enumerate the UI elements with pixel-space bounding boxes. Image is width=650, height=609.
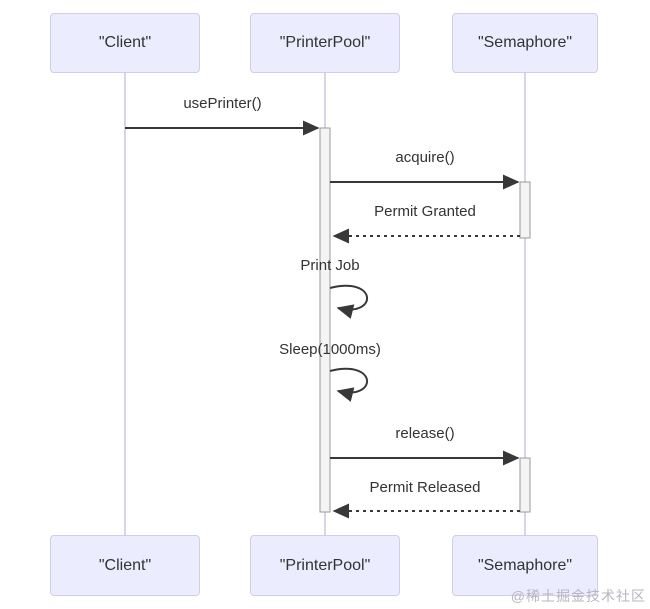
participant-box-printerpool-top: "PrinterPool" — [250, 13, 400, 73]
self-loop-print-job — [329, 285, 368, 319]
participant-label-client: "Client" — [98, 556, 152, 574]
participant-box-printerpool-bottom: "PrinterPool" — [250, 535, 400, 596]
message-label-acquire: acquire() — [395, 149, 455, 166]
participant-label-semaphore: "Semaphore" — [477, 34, 573, 51]
message-label-permit-granted: Permit Granted — [374, 203, 476, 220]
message-label-useprinter: usePrinter() — [183, 95, 262, 112]
activation-bar-printerpool — [319, 127, 331, 513]
participant-label-semaphore: "Semaphore" — [477, 556, 573, 574]
participant-box-client-top: "Client" — [50, 13, 200, 73]
watermark: @稀土掘金技术社区 — [510, 588, 646, 604]
participant-box-semaphore-top: "Semaphore" — [452, 13, 598, 73]
message-label-release: release() — [395, 425, 455, 442]
participant-label-printerpool: "PrinterPool" — [279, 34, 371, 51]
activation-bar-semaphore-acquire — [519, 181, 531, 239]
participant-label-client: "Client" — [98, 34, 152, 51]
self-loop-sleep — [329, 368, 368, 402]
message-label-sleep: Sleep(1000ms) — [279, 341, 381, 358]
activation-bar-semaphore-release — [519, 457, 531, 513]
participant-box-semaphore-bottom: "Semaphore" — [452, 535, 598, 596]
participant-box-client-bottom: "Client" — [50, 535, 200, 596]
message-label-permit-released: Permit Released — [369, 479, 481, 496]
participant-label-printerpool: "PrinterPool" — [279, 556, 371, 574]
message-label-print-job: Print Job — [300, 257, 360, 274]
